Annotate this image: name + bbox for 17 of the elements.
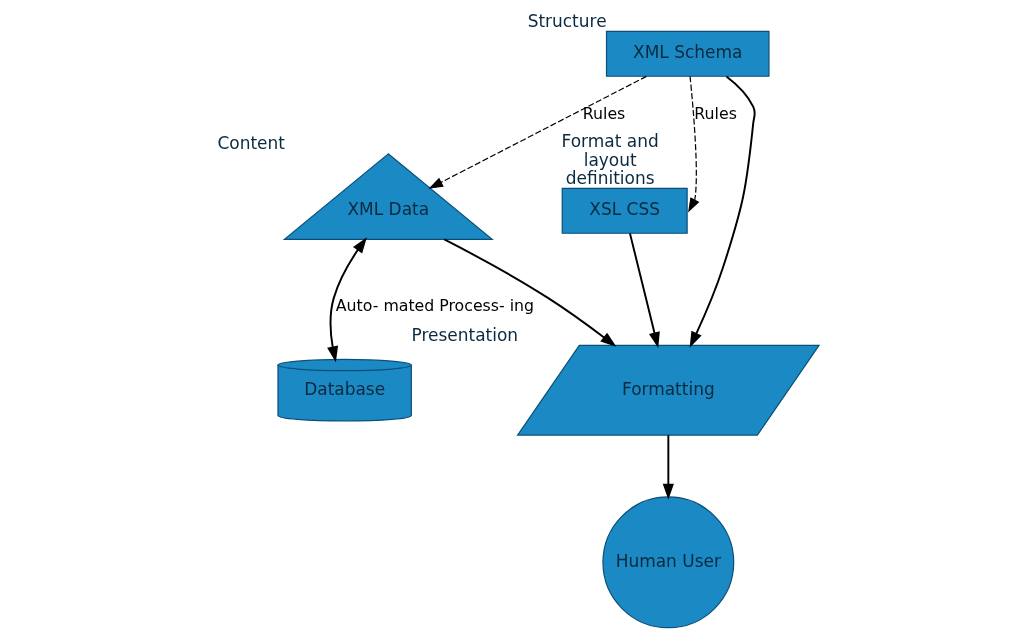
node-label: Presentation — [410, 324, 518, 345]
arrow — [442, 238, 616, 347]
node-label: Content — [216, 133, 285, 154]
node-circle: Human User — [601, 496, 734, 629]
arrow — [428, 75, 647, 189]
arrow — [687, 75, 699, 213]
edge-label: Auto- mated Process- ing — [335, 295, 534, 315]
edge-label: Rules — [582, 104, 625, 124]
node-box: XML Schema — [605, 30, 770, 77]
node-box: XSL CSS — [561, 187, 688, 234]
edge-label: Rules — [693, 104, 737, 124]
arrow — [326, 237, 367, 363]
arrow — [662, 434, 674, 500]
node-label: Structure — [527, 10, 607, 31]
arrow — [689, 75, 756, 348]
arrow — [628, 232, 660, 349]
node-label: Format and layout definitions — [561, 131, 659, 188]
